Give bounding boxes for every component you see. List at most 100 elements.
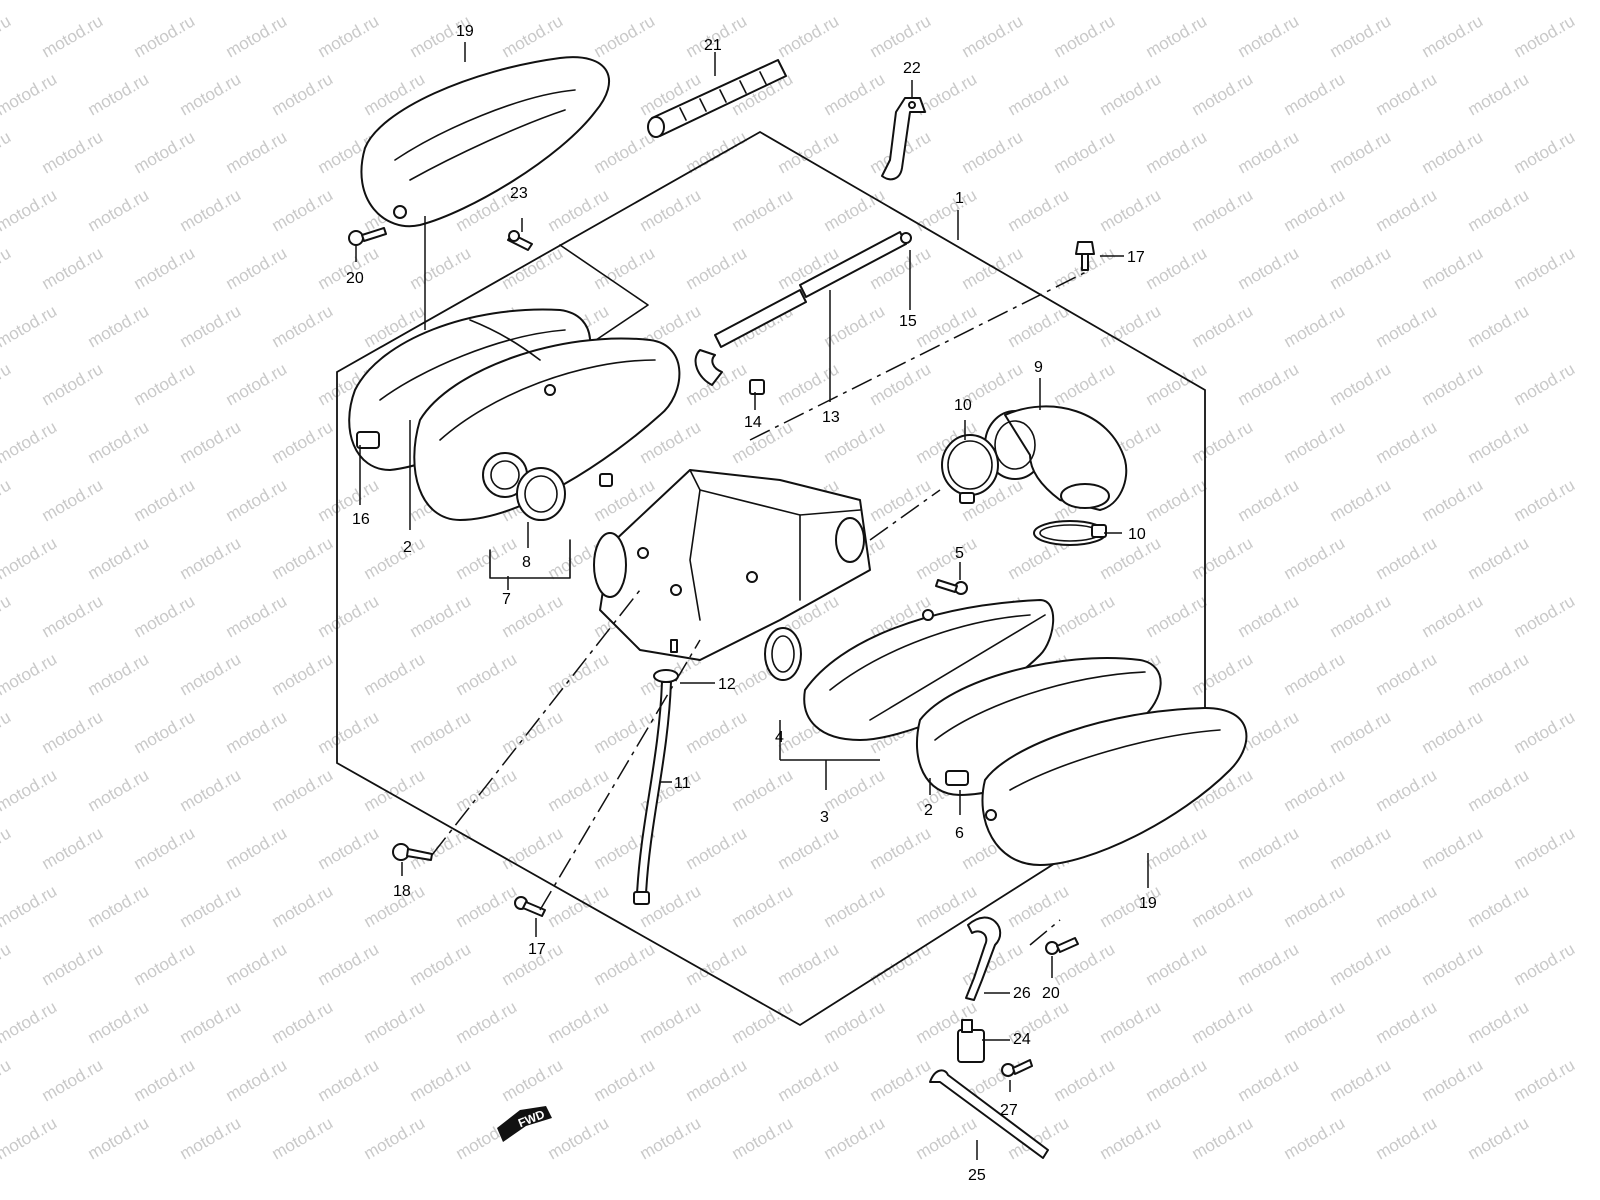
watermark-text: motod.ru	[0, 765, 60, 815]
watermark-text: motod.ru	[1281, 185, 1349, 235]
watermark-text: motod.ru	[39, 823, 107, 873]
watermark-text: motod.ru	[1143, 1055, 1211, 1105]
watermark-text: motod.ru	[0, 997, 60, 1047]
watermark-text: motod.ru	[177, 649, 245, 699]
watermark-text: motod.ru	[1281, 881, 1349, 931]
watermark-text: motod.ru	[1511, 11, 1579, 61]
watermark-text: motod.ru	[177, 1113, 245, 1163]
watermark-text: motod.ru	[131, 939, 199, 989]
watermark-text: motod.ru	[0, 939, 14, 989]
callout-8: 8	[522, 554, 531, 571]
watermark-text: motod.ru	[1051, 591, 1119, 641]
watermark-text: motod.ru	[729, 765, 797, 815]
watermark-text: motod.ru	[1373, 301, 1441, 351]
watermark-text: motod.ru	[1097, 301, 1165, 351]
watermark-text: motod.ru	[1419, 11, 1487, 61]
watermark-text: motod.ru	[223, 1055, 291, 1105]
watermark-text: motod.ru	[453, 997, 521, 1047]
watermark-text: motod.ru	[0, 1055, 14, 1105]
watermark-text: motod.ru	[223, 243, 291, 293]
watermark-text: motod.ru	[1327, 591, 1395, 641]
watermark-text: motod.ru	[913, 301, 981, 351]
leader-lines	[355, 42, 1149, 1160]
watermark-text: motod.ru	[1373, 185, 1441, 235]
callout-14: 14	[744, 414, 762, 431]
watermark-text: motod.ru	[315, 591, 383, 641]
watermark-text: motod.ru	[315, 1055, 383, 1105]
watermark-text: motod.ru	[269, 649, 337, 699]
watermark-text: motod.ru	[269, 881, 337, 931]
watermark-text: motod.ru	[1327, 1055, 1395, 1105]
watermark-text: motod.ru	[1465, 69, 1533, 119]
watermark-text: motod.ru	[0, 417, 60, 467]
watermark-text: motod.ru	[1189, 185, 1257, 235]
watermark-text: motod.ru	[223, 11, 291, 61]
watermark-text: motod.ru	[1189, 997, 1257, 1047]
watermark-text: motod.ru	[1189, 533, 1257, 583]
watermark-text: motod.ru	[1281, 417, 1349, 467]
watermark-text: motod.ru	[821, 881, 889, 931]
watermark-text: motod.ru	[1189, 417, 1257, 467]
callout-24: 24	[1013, 1031, 1031, 1048]
watermark-text: motod.ru	[1143, 591, 1211, 641]
watermark-text: motod.ru	[315, 707, 383, 757]
watermark-text: motod.ru	[0, 69, 60, 119]
watermark-text: motod.ru	[1465, 997, 1533, 1047]
watermark-text: motod.ru	[1419, 707, 1487, 757]
watermark-text: motod.ru	[39, 475, 107, 525]
watermark-text: motod.ru	[1143, 823, 1211, 873]
watermark-text: motod.ru	[1143, 939, 1211, 989]
watermark-text: motod.ru	[0, 359, 14, 409]
watermark-text: motod.ru	[177, 533, 245, 583]
watermark-text: motod.ru	[1373, 649, 1441, 699]
watermark-text: motod.ru	[1143, 11, 1211, 61]
watermark-text: motod.ru	[177, 185, 245, 235]
watermark-text: motod.ru	[269, 1113, 337, 1163]
watermark-text: motod.ru	[0, 127, 14, 177]
watermark-text: motod.ru	[1419, 1055, 1487, 1105]
breather-hoses	[694, 231, 912, 395]
watermark-text: motod.ru	[729, 881, 797, 931]
watermark-text: motod.ru	[545, 765, 613, 815]
watermark-text: motod.ru	[1419, 127, 1487, 177]
watermark-text: motod.ru	[1281, 533, 1349, 583]
watermark-text: motod.ru	[1097, 69, 1165, 119]
watermark-text: motod.ru	[269, 533, 337, 583]
watermark-text: motod.ru	[131, 359, 199, 409]
screw-27	[1001, 1059, 1033, 1077]
callout-15: 15	[899, 313, 917, 330]
watermark-text: motod.ru	[1465, 301, 1533, 351]
watermark-text: motod.ru	[729, 417, 797, 467]
watermark-text: motod.ru	[683, 707, 751, 757]
callout-2-left: 2	[403, 539, 412, 556]
watermark-text: motod.ru	[1327, 475, 1395, 525]
watermark-text: motod.ru	[1235, 359, 1303, 409]
watermark-text: motod.ru	[1419, 591, 1487, 641]
watermark-text: motod.ru	[1235, 1055, 1303, 1105]
intake-duct-9	[984, 405, 1128, 511]
watermark-text: motod.ru	[361, 997, 429, 1047]
watermark-text: motod.ru	[591, 127, 659, 177]
screw-20-upper	[348, 227, 387, 246]
watermark-text: motod.ru	[0, 881, 60, 931]
watermark-text: motod.ru	[0, 533, 60, 583]
air-box-body	[593, 469, 871, 661]
watermark-text: motod.ru	[1511, 707, 1579, 757]
watermark-text: motod.ru	[1281, 301, 1349, 351]
watermark-text: motod.ru	[85, 881, 153, 931]
clamp-10-lower	[1033, 520, 1107, 546]
watermark-text: motod.ru	[223, 823, 291, 873]
clamp-10-upper	[941, 434, 999, 504]
callout-1: 1	[955, 190, 964, 207]
callout-20-upper: 20	[346, 270, 364, 287]
bolt-17-upper	[1075, 241, 1095, 271]
watermark-text: motod.ru	[315, 475, 383, 525]
watermark-text: motod.ru	[1143, 243, 1211, 293]
watermark-text: motod.ru	[39, 127, 107, 177]
watermark-text: motod.ru	[545, 881, 613, 931]
watermark-text: motod.ru	[775, 823, 843, 873]
watermark-text: motod.ru	[775, 359, 843, 409]
watermark-text: motod.ru	[1281, 649, 1349, 699]
callout-17-upper: 17	[1127, 249, 1145, 266]
